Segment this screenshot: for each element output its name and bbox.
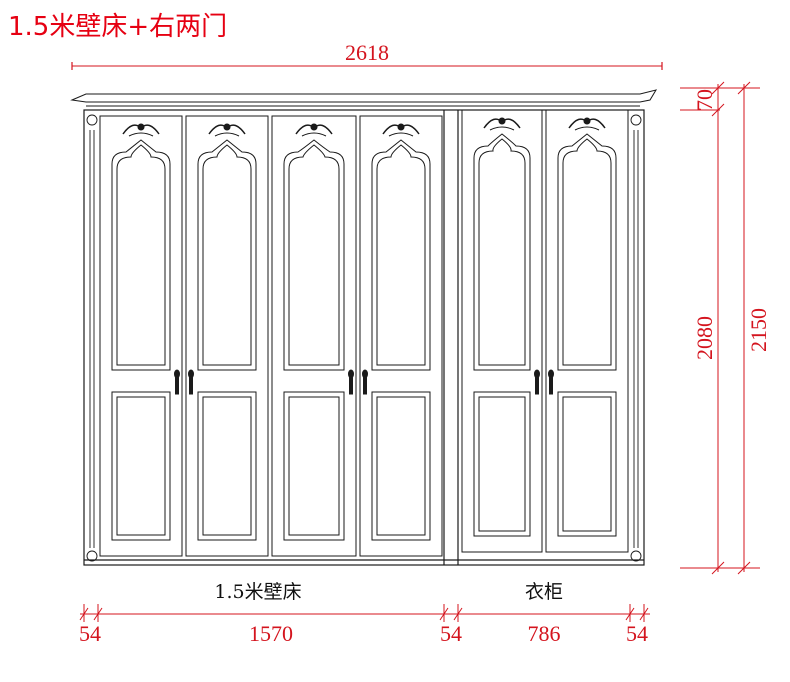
carving-ornament (122, 123, 160, 137)
bottom-dim-4: 786 (528, 621, 561, 646)
left-pilaster (86, 114, 98, 562)
door-handle[interactable] (362, 369, 368, 395)
cabinet-body (83, 109, 645, 566)
door-handle[interactable] (548, 369, 554, 395)
right-pilaster (630, 114, 642, 562)
bottom-dim-2: 1570 (249, 621, 293, 646)
crown-molding (70, 89, 658, 111)
carving-ornament (208, 123, 246, 137)
door-panel (271, 115, 357, 557)
bottom-dim-5: 54 (626, 621, 648, 646)
wall-bed-label: 1.5米壁床 (214, 581, 301, 603)
door-panel (545, 109, 629, 553)
total-height-label: 2150 (746, 308, 771, 352)
door-handle[interactable] (174, 369, 180, 395)
carving-ornament (382, 123, 420, 137)
body-height-label: 2080 (692, 316, 717, 360)
total-width-label: 2618 (345, 40, 389, 65)
door-group (99, 109, 629, 557)
bottom-dimension-line (79, 604, 650, 622)
drawing-title: 1.5米壁床+右两门 (8, 12, 228, 42)
door-handle[interactable] (348, 369, 354, 395)
door-panel (359, 115, 443, 557)
wardrobe-label: 衣柜 (525, 581, 563, 603)
bottom-dim-3: 54 (440, 621, 462, 646)
bottom-dim-1: 54 (79, 621, 101, 646)
door-handle[interactable] (534, 369, 540, 395)
carving-ornament (295, 123, 333, 137)
carving-ornament (483, 117, 521, 131)
door-panel (461, 109, 543, 553)
door-handle[interactable] (188, 369, 194, 395)
carving-ornament (568, 117, 606, 131)
door-panel (185, 115, 269, 557)
height-dimensions (680, 81, 760, 575)
width-dimension: 2618 (71, 40, 663, 70)
crown-height-label: 70 (692, 89, 717, 111)
door-panel (99, 115, 183, 557)
